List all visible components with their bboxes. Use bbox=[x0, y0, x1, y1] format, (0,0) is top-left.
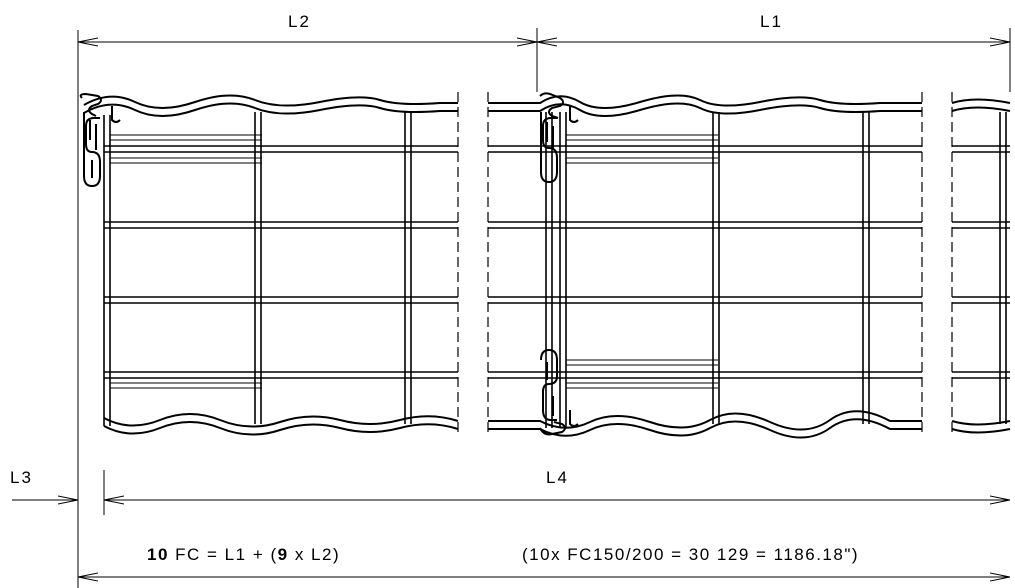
dimension-label-l1: L1 bbox=[760, 12, 783, 31]
formula-count: 10 bbox=[147, 545, 169, 564]
total-length-note: (10x FC150/200 = 30 129 = 1186.18") bbox=[522, 545, 860, 564]
formula-text-b: x L2) bbox=[288, 545, 341, 564]
formula-multiplier: 9 bbox=[277, 545, 289, 564]
connector-hooks bbox=[79, 92, 579, 436]
dimension-label-l4: L4 bbox=[546, 468, 569, 487]
tray-top-edge bbox=[83, 94, 1011, 117]
break-lines bbox=[457, 92, 953, 436]
tray-cross-wires bbox=[103, 112, 1007, 428]
dimension-label-l3: L3 bbox=[10, 468, 33, 487]
formula-text-a: FC = L1 + ( bbox=[168, 545, 278, 564]
dimension-label-l2: L2 bbox=[288, 12, 311, 31]
length-formula: 10 FC = L1 + (9 x L2) bbox=[147, 545, 340, 565]
cable-tray bbox=[79, 92, 1011, 439]
tray-longitudinal-wires bbox=[104, 145, 1010, 379]
splice-plate-lines bbox=[110, 134, 718, 389]
